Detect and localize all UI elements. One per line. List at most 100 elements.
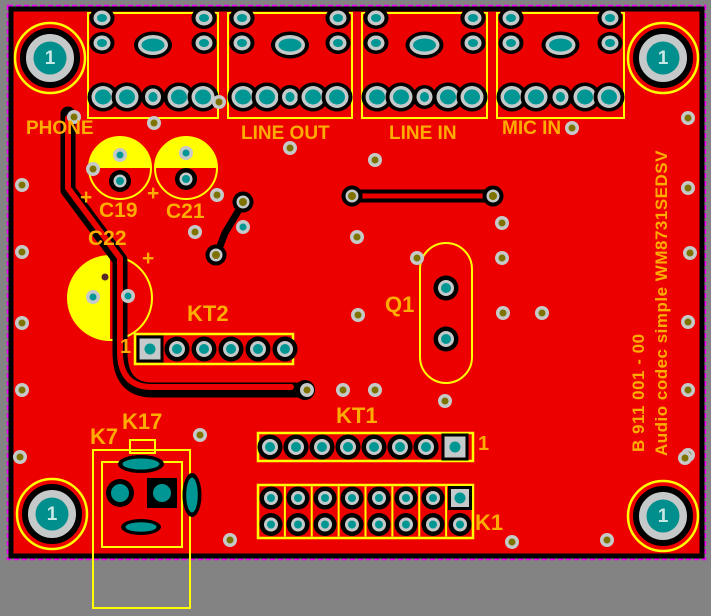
kt2-pad — [199, 344, 209, 354]
kt1-pad — [291, 442, 301, 452]
via — [286, 144, 294, 152]
q1-pad — [441, 334, 451, 344]
trace-inner-1 — [65, 115, 294, 390]
k1-label: K1 — [475, 510, 504, 535]
via — [191, 228, 199, 236]
jack-pad — [468, 14, 478, 22]
q1-label: Q1 — [385, 292, 415, 317]
mount-hole-ring — [626, 479, 700, 553]
jack-pad — [413, 38, 436, 52]
component-pads — [86, 146, 504, 536]
cap-pad — [182, 175, 190, 183]
c22-mark — [101, 273, 109, 281]
jack-pad — [237, 14, 247, 22]
via — [684, 184, 692, 192]
header-k1-outline[interactable] — [256, 483, 475, 540]
jack-pad — [506, 14, 516, 22]
via — [303, 386, 311, 394]
c22-polarity-mark: + — [142, 247, 155, 270]
via — [684, 114, 692, 122]
via — [508, 538, 516, 546]
c19-polarity-mark: + — [80, 186, 93, 209]
k1-pad — [321, 494, 329, 502]
kt2-pad — [226, 344, 236, 354]
k7-label: K7 — [90, 424, 119, 449]
mount-hole — [35, 497, 69, 531]
q1-pad — [441, 283, 451, 293]
k1-pad — [402, 494, 410, 502]
board-id-text: B 911 001 - 00 — [629, 333, 648, 452]
jack-pad — [119, 89, 135, 105]
jack-pad — [237, 39, 247, 47]
jack-outline — [496, 12, 625, 119]
jack-pad — [97, 39, 107, 47]
via — [538, 309, 546, 317]
via — [226, 536, 234, 544]
jack-pad — [420, 92, 429, 102]
k1-pad — [348, 494, 356, 502]
kt1-pad — [395, 442, 405, 452]
jack-pad — [577, 89, 593, 105]
k1-pad — [375, 494, 383, 502]
kt1-label: KT1 — [336, 403, 378, 428]
jack-pad — [95, 89, 111, 105]
crystal-q1-outline[interactable] — [419, 242, 473, 384]
via — [353, 233, 361, 241]
via — [18, 386, 26, 394]
kt1-pad — [317, 442, 327, 452]
jack-pad — [440, 89, 456, 105]
k17-label: K17 — [122, 409, 163, 434]
k1-pad — [321, 520, 329, 529]
mount-hole — [33, 41, 67, 75]
via — [684, 318, 692, 326]
kt1-pad — [343, 442, 353, 452]
via — [116, 151, 124, 159]
jack-pad — [195, 89, 211, 105]
phone-label: PHONE — [26, 118, 94, 139]
k7-pad-center-copper — [153, 484, 171, 502]
k1-pad — [267, 494, 275, 502]
k1-pad — [267, 520, 275, 529]
mounting-holes — [13, 21, 700, 553]
jack-outline — [361, 12, 488, 119]
jack-outline — [227, 12, 353, 119]
connector-k7[interactable] — [92, 439, 202, 609]
mount-hole — [646, 41, 680, 75]
k7-pad-bottom-copper — [125, 522, 157, 532]
via — [213, 191, 221, 199]
via — [371, 386, 379, 394]
jack-pad — [199, 39, 209, 47]
jack-pad — [601, 89, 617, 105]
mount-hole-4-label: 1 — [657, 506, 669, 527]
mount-hole — [646, 499, 680, 533]
via — [16, 453, 24, 461]
line-in-label: LINE IN — [389, 123, 457, 144]
via — [568, 124, 576, 132]
via — [182, 149, 190, 157]
kt2-pin1-label: 1 — [120, 336, 132, 358]
jack-pad — [235, 89, 251, 105]
audio-jack-footprints[interactable] — [87, 7, 625, 119]
jack-pad — [285, 92, 295, 102]
kt1-pad — [265, 442, 275, 452]
via — [215, 98, 223, 106]
kt1-pin1-label: 1 — [478, 433, 490, 455]
jack-pad — [141, 38, 165, 52]
mount-hole-2-label: 1 — [657, 48, 669, 69]
jack-pad — [171, 89, 187, 105]
c22-label: C22 — [88, 227, 127, 250]
jack-pad — [464, 89, 480, 105]
via — [354, 311, 362, 319]
kt1-pad-1 — [449, 441, 461, 453]
via — [124, 292, 132, 300]
kt2-label: KT2 — [187, 301, 229, 326]
jack-pad — [369, 89, 385, 105]
jack-pad — [504, 89, 520, 105]
k1-pad — [429, 494, 437, 502]
jack-pad — [333, 14, 343, 22]
mount-hole-1-label: 1 — [44, 48, 56, 69]
kt2-pad-1 — [144, 343, 156, 355]
kt2-pad — [280, 344, 290, 354]
